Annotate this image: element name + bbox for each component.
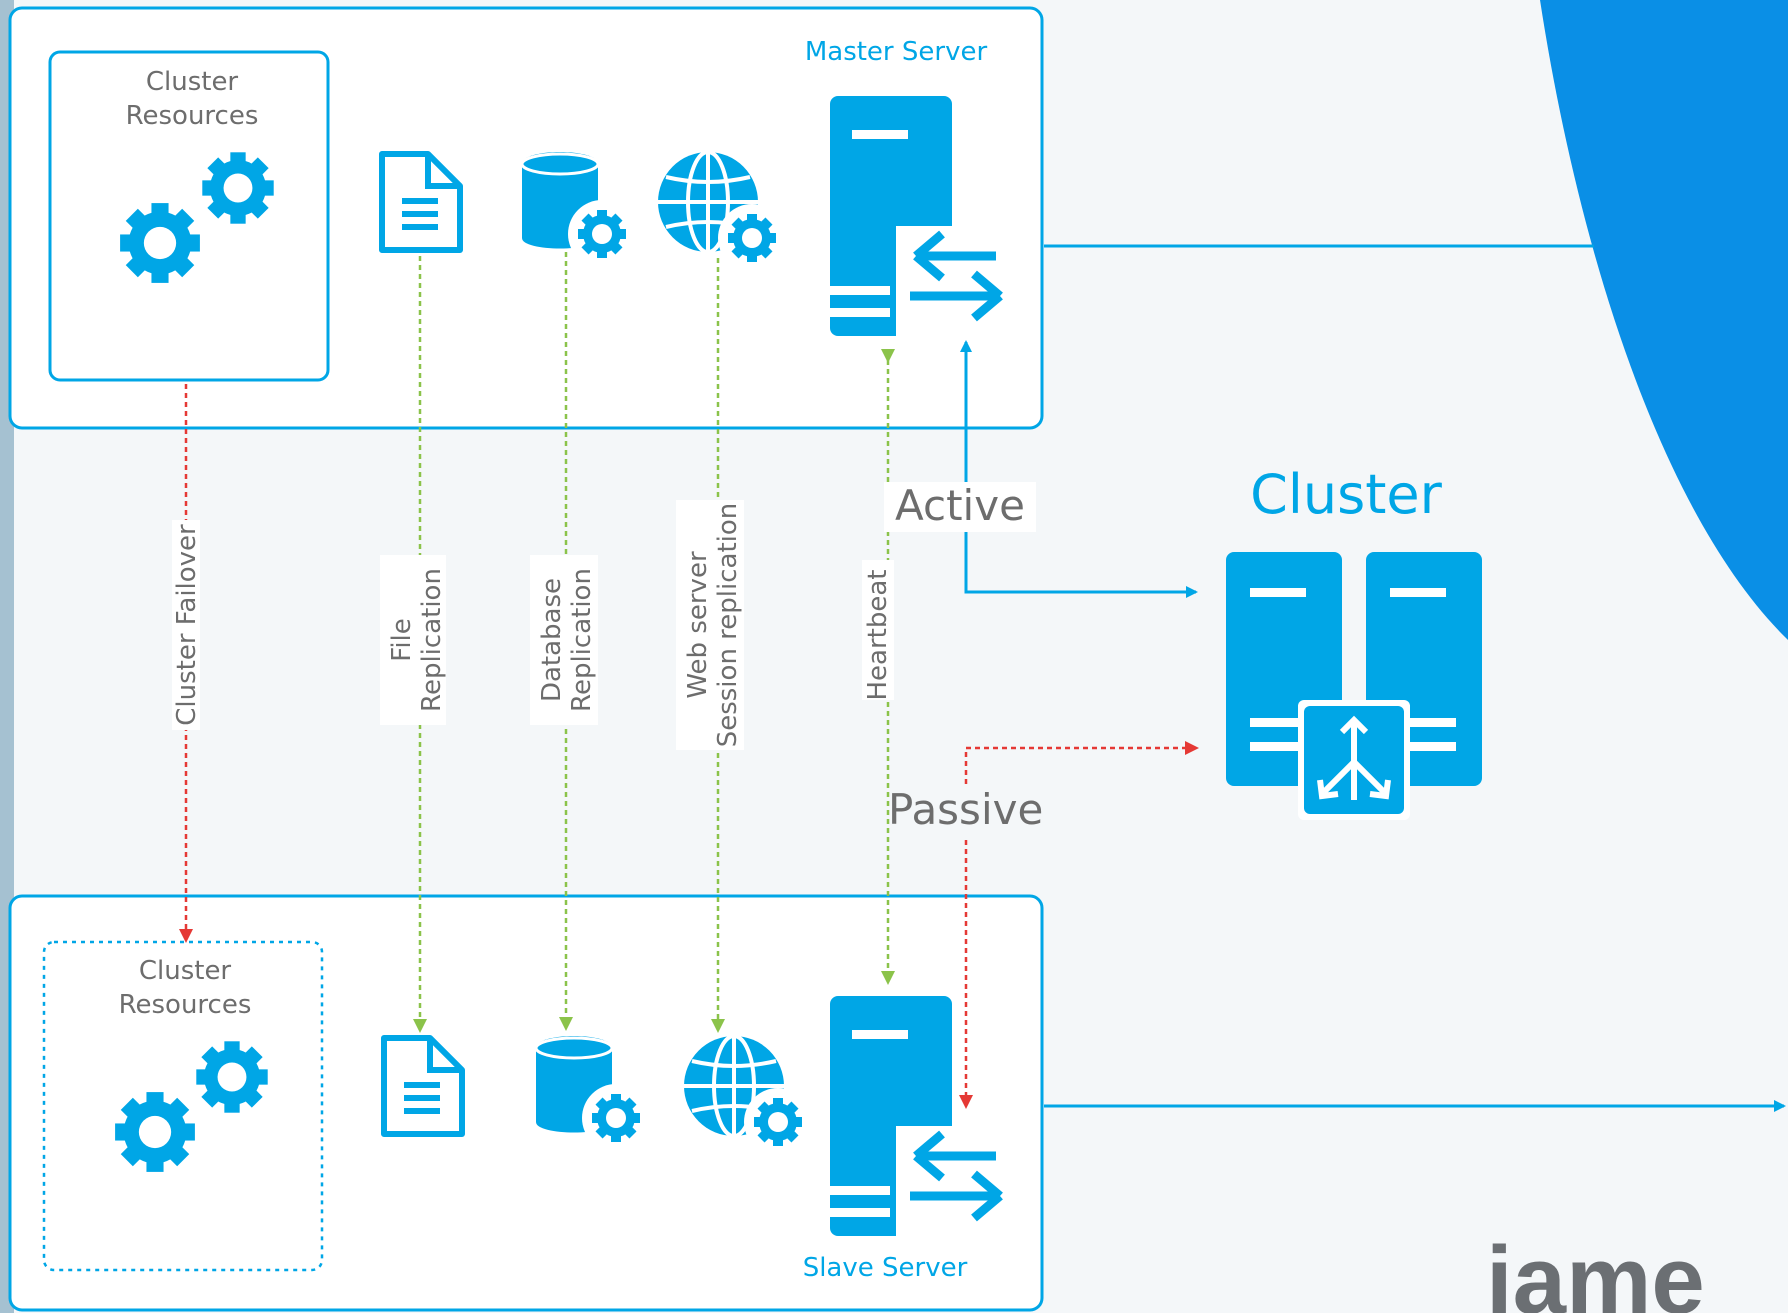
- slave-server-title: Slave Server: [803, 1253, 968, 1283]
- database-replication-label-1: Database: [537, 578, 567, 702]
- file-replication-label-2: Replication: [417, 568, 447, 712]
- cluster-failover-label: Cluster Failover: [172, 524, 202, 726]
- passive-to-cluster-line: [964, 741, 1199, 784]
- slave-resources-label-2: Resources: [119, 990, 252, 1020]
- active-label: Active: [895, 481, 1025, 530]
- brand-logo: iame: [1486, 1227, 1705, 1313]
- slave-server-box: [8, 894, 1044, 1312]
- master-resources-label-1: Cluster: [146, 67, 239, 97]
- web-session-label-1: Web server: [683, 551, 713, 699]
- file-replication-label-1: File: [387, 618, 417, 662]
- heartbeat-label: Heartbeat: [863, 570, 893, 701]
- master-resources-label-2: Resources: [126, 101, 259, 131]
- web-session-label-2: Session replication: [713, 503, 743, 748]
- cluster-title: Cluster: [1250, 463, 1442, 526]
- decorative-blue-arc: [1540, 0, 1788, 640]
- cluster-icon: [1226, 552, 1482, 820]
- slave-resources-label-1: Cluster: [139, 956, 232, 986]
- passive-label: Passive: [888, 785, 1043, 834]
- database-replication-label-2: Replication: [567, 568, 597, 712]
- master-server-title: Master Server: [805, 37, 988, 67]
